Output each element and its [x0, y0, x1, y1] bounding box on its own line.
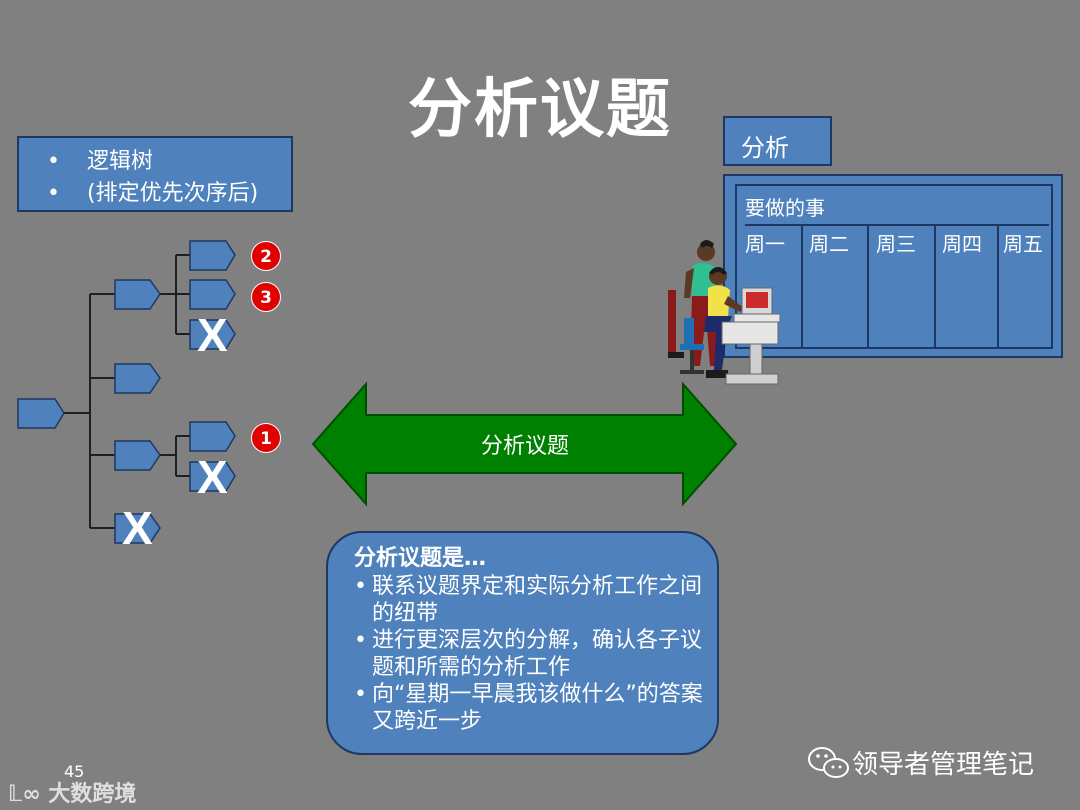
- tree-node: [190, 422, 235, 451]
- info-bullet: 进行更深层次的分解，确认各子议题和所需的分析工作: [354, 627, 703, 681]
- logo-text: 大数跨境: [48, 782, 136, 807]
- tree-node: [115, 280, 160, 309]
- tree-node: [115, 441, 160, 470]
- priority-badge: 1: [251, 423, 281, 453]
- logo-watermark: 𝕃∞ 大数跨境: [8, 776, 136, 808]
- tree-node: [115, 364, 160, 393]
- priority-badge: 3: [251, 282, 281, 312]
- tree-node: [190, 280, 235, 309]
- credit-text: 领导者管理笔记: [852, 750, 1034, 780]
- info-heading: 分析议题是…: [354, 545, 703, 573]
- people-at-computer-illustration: [668, 240, 780, 384]
- info-callout-box: 分析议题是… 联系议题界定和实际分析工作之间的纽带 进行更深层次的分解，确认各子…: [326, 531, 719, 755]
- info-bullet: 向“星期一早晨我该做什么”的答案又跨近一步: [354, 681, 703, 735]
- arrow-label: 分析议题: [440, 428, 610, 460]
- priority-badge: 2: [251, 241, 281, 271]
- info-bullet: 联系议题界定和实际分析工作之间的纽带: [354, 573, 703, 627]
- tree-node-root: [18, 399, 64, 428]
- cross-mark: X: [197, 312, 228, 358]
- tree-node: [190, 241, 235, 270]
- cross-mark: X: [122, 505, 153, 551]
- cross-mark: X: [197, 454, 228, 500]
- logo-mark-icon: 𝕃∞: [8, 782, 48, 807]
- wechat-credit: 领导者管理笔记: [808, 744, 1034, 784]
